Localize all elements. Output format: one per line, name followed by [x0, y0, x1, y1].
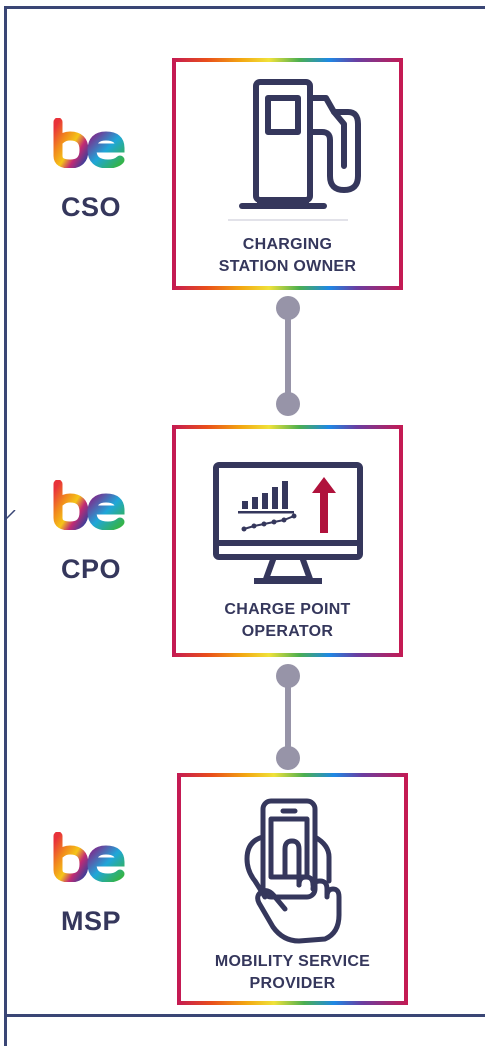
role-abbreviation: CPO	[60, 554, 121, 584]
role-card-title-line1: CHARGING	[242, 236, 333, 253]
role-card-title-line2: OPERATOR	[241, 623, 334, 640]
monitor-chart-icon	[176, 459, 399, 589]
role-card-title-line1: MOBILITY SERVICE	[214, 953, 371, 970]
card-rainbow-top	[172, 58, 403, 62]
role-abbreviation: CSO	[60, 192, 121, 222]
connector-dot	[276, 746, 300, 770]
role-card-title-line2: STATION OWNER	[218, 258, 357, 275]
fuel-pump-icon	[176, 76, 399, 226]
role-card-title-line2: PROVIDER	[249, 975, 336, 992]
role-card-cpo: CHARGE POINT OPERATOR	[172, 425, 403, 657]
card-rainbow-bottom	[172, 286, 403, 290]
card-rainbow-top	[172, 425, 403, 429]
connector-dot	[276, 296, 300, 320]
be-logo	[50, 118, 126, 168]
connector-dot	[276, 664, 300, 688]
be-logo	[50, 480, 126, 530]
card-rainbow-top	[177, 773, 408, 777]
role-card-title-line1: CHARGE POINT	[224, 601, 351, 618]
role-card-cso: CHARGING STATION OWNER	[172, 58, 403, 290]
frame-tick-mark	[6, 510, 16, 520]
role-card-msp: MOBILITY SERVICE PROVIDER	[177, 773, 408, 1005]
connector	[275, 664, 301, 774]
diagram-frame	[4, 6, 485, 1046]
frame-bottom-edge	[4, 1014, 485, 1017]
card-rainbow-bottom	[177, 1001, 408, 1005]
hand-phone-icon	[181, 797, 404, 947]
connector-line	[285, 308, 291, 404]
card-rainbow-bottom	[172, 653, 403, 657]
connector-dot	[276, 392, 300, 416]
role-abbreviation: MSP	[60, 906, 121, 936]
be-logo	[50, 832, 126, 882]
connector	[275, 296, 301, 416]
connector-line	[285, 676, 291, 758]
